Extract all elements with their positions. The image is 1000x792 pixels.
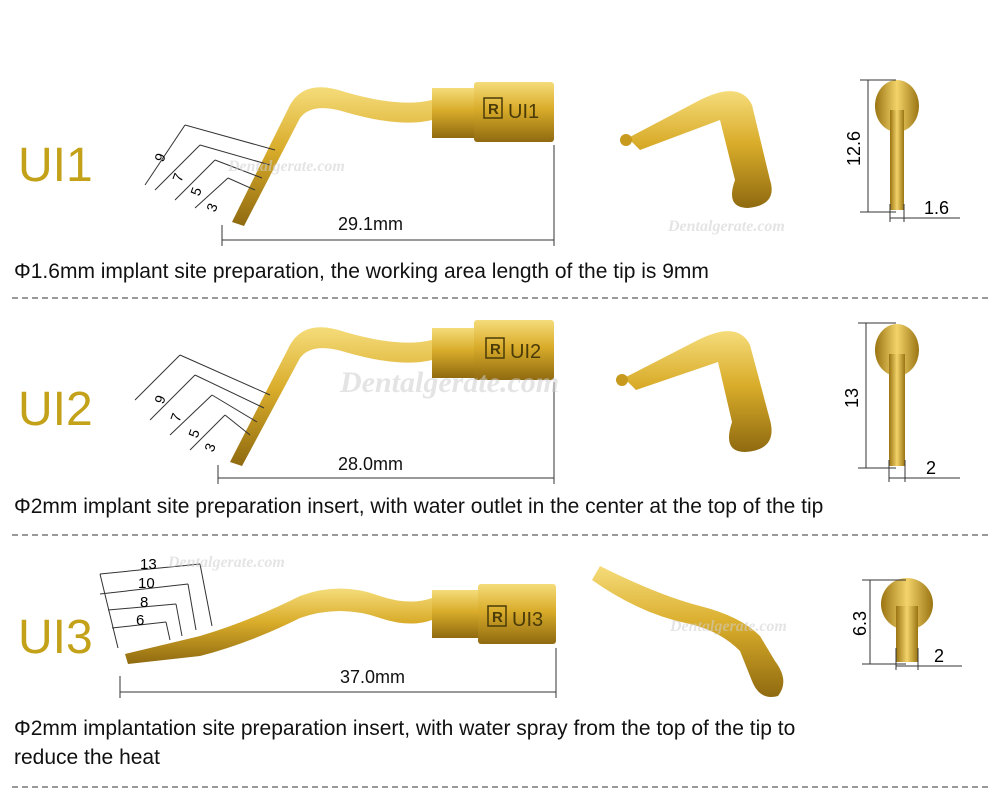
watermark-3: Dentalgerate.com (340, 366, 560, 399)
divider-2 (12, 534, 988, 536)
mark-9-ui2: 9 (151, 393, 169, 406)
product-code-ui3: UI3 (18, 611, 93, 664)
diameter-label-ui3: 2 (934, 646, 944, 666)
watermark-1: Dentalgerate.com (228, 158, 345, 175)
mark-3-ui1: 3 (203, 201, 221, 214)
mark-3-ui2: 3 (201, 441, 219, 454)
product-row-ui1: UI1 R UI1 9 7 5 3 (0, 0, 1000, 300)
watermark-5: Dentalgerate.com (670, 618, 787, 635)
length-label-ui1: 29.1mm (338, 214, 403, 234)
tool-side-view-ui3: R UI3 13 10 8 6 37.0mm (99, 556, 962, 698)
divider-3 (12, 786, 988, 788)
tool-engraving-ui3: UI3 (512, 609, 543, 631)
description-ui3-line1: Φ2mm implantation site preparation inser… (14, 717, 796, 740)
height-label-ui2: 13 (842, 388, 862, 408)
mark-7-ui2: 7 (167, 411, 185, 424)
tool-engraving-ui2: UI2 (510, 341, 541, 363)
watermark-4: Dentalgerate.com (168, 554, 285, 571)
length-label-ui3: 37.0mm (340, 667, 405, 687)
description-ui3-line2: reduce the heat (14, 746, 160, 769)
mark-7-ui1: 7 (169, 171, 187, 184)
tool-side-view-ui1: R UI1 9 7 5 3 29.1mm (144, 79, 960, 246)
svg-text:R: R (492, 609, 503, 626)
mark-10-ui3: 10 (138, 575, 155, 592)
mark-5-ui1: 5 (187, 185, 205, 198)
svg-text:R: R (490, 341, 501, 358)
mark-6-ui3: 6 (136, 612, 144, 629)
description-ui2: Φ2mm implant site preparation insert, wi… (14, 495, 824, 518)
length-label-ui2: 28.0mm (338, 454, 403, 474)
tool-engraving-ui1: UI1 (508, 101, 539, 123)
description-ui1: Φ1.6mm implant site preparation, the wor… (14, 260, 709, 283)
divider-1 (12, 297, 988, 299)
svg-text:R: R (488, 101, 499, 118)
mark-5-ui2: 5 (185, 427, 203, 440)
mark-8-ui3: 8 (140, 594, 148, 611)
height-label-ui3: 6.3 (850, 611, 870, 636)
tool-side-view-ui2: R UI2 9 7 5 3 28.0mm (134, 320, 960, 484)
diameter-label-ui2: 2 (926, 458, 936, 478)
product-row-ui3: UI3 R UI3 13 10 8 6 37.0mm (0, 536, 1000, 792)
watermark-2: Dentalgerate.com (668, 218, 785, 235)
mark-13-ui3: 13 (140, 556, 157, 573)
product-code-ui2: UI2 (18, 383, 93, 436)
height-label-ui1: 12.6 (844, 131, 864, 166)
product-code-ui1: UI1 (18, 139, 93, 192)
product-row-ui2: UI2 R UI2 9 7 5 3 28.0mm (0, 300, 1000, 530)
diameter-label-ui1: 1.6 (924, 198, 949, 218)
